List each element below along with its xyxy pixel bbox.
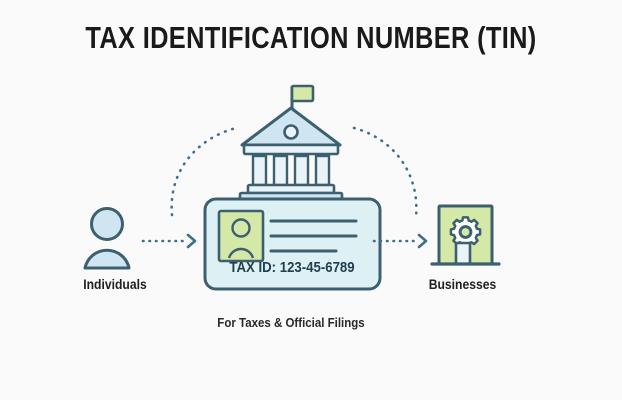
tax-id-text: TAX ID: 123-45-6789 <box>229 259 355 276</box>
pediment-window <box>283 124 299 140</box>
arrow-card-to-businesses <box>372 233 428 249</box>
footer-caption: For Taxes & Official Filings <box>217 316 365 330</box>
label-businesses: Businesses <box>428 277 497 292</box>
building-columns <box>251 154 331 187</box>
card-detail-lines <box>269 219 358 253</box>
tax-id-card <box>203 197 382 291</box>
page-title: TAX IDENTIFICATION NUMBER (TIN) <box>85 20 537 55</box>
person-icon <box>83 207 131 270</box>
arrow-individuals-to-card <box>141 233 197 249</box>
building-door <box>454 241 472 266</box>
arc-card-to-authority <box>170 126 238 217</box>
business-building-icon <box>430 204 501 266</box>
flag-icon <box>290 84 315 103</box>
government-building-icon <box>238 84 344 203</box>
label-individuals: Individuals <box>83 277 147 292</box>
